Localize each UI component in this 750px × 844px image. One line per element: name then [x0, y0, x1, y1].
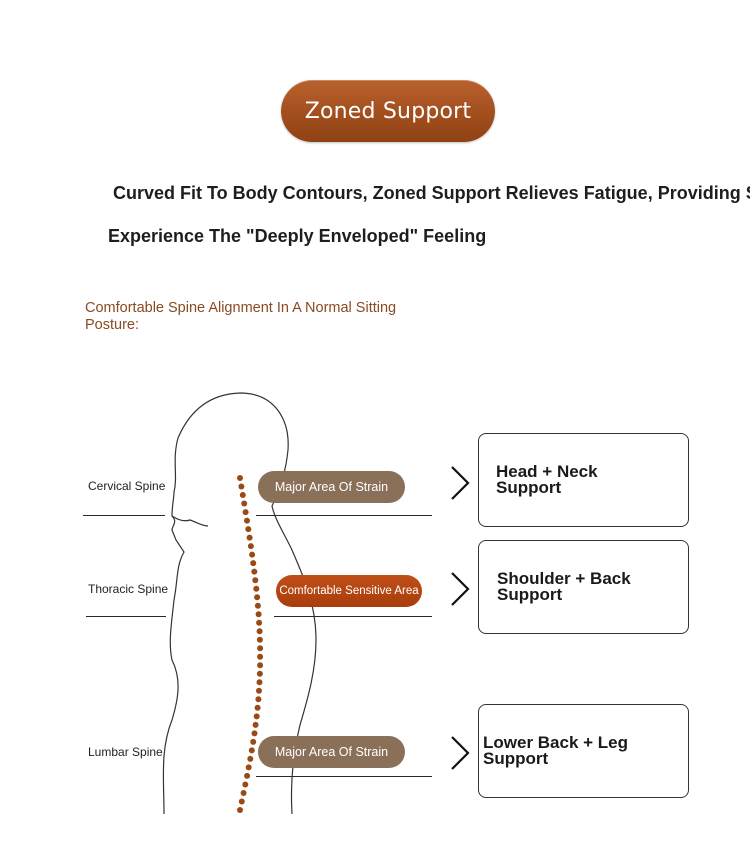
spine-dot: [249, 551, 256, 558]
thoracic-left-line: [86, 616, 166, 617]
spine-dot: [244, 772, 251, 779]
spine-dot: [253, 585, 260, 592]
spine-dot: [256, 628, 263, 635]
cervical-right-line: [256, 515, 432, 516]
chevron-right-icon: [451, 736, 470, 770]
spine-dot: [237, 475, 243, 481]
chevron-right-icon: [451, 466, 470, 500]
spine-dot: [256, 619, 263, 626]
shoulder-back-support-box: Shoulder + Back Support: [478, 540, 689, 634]
spine-dot: [250, 738, 257, 745]
spine-dot: [256, 687, 262, 694]
lumbar-right-line: [256, 776, 432, 777]
spine-dot: [251, 730, 258, 737]
lower-back-leg-support-label: Lower Back + Leg Support: [483, 733, 629, 768]
spine-dot: [256, 636, 263, 643]
spine-dot: [250, 560, 257, 567]
thoracic-sensitive-tag-label: Comfortable Sensitive Area: [279, 585, 419, 597]
shoulder-back-support-label: Shoulder + Back Support: [497, 569, 631, 604]
spine-dot: [245, 526, 252, 533]
body-silhouette-illustration: [162, 392, 317, 815]
spine-dot: [240, 790, 247, 796]
spine-dot: [252, 577, 259, 584]
spine-dot: [244, 517, 250, 524]
thoracic-spine-label: Thoracic Spine: [88, 582, 169, 596]
lumbar-spine-label: Lumbar Spine: [88, 745, 163, 759]
spine-dot: [245, 764, 252, 771]
spine-dot: [256, 679, 263, 686]
title-badge: Zoned Support: [281, 80, 495, 142]
spine-dot: [255, 611, 262, 618]
spine-dot: [247, 755, 254, 762]
spine-dot: [242, 781, 249, 788]
spine-dot: [241, 500, 248, 507]
chevron-right-icon: [451, 572, 470, 606]
spine-dot: [242, 509, 249, 516]
spine-dot: [254, 602, 261, 609]
spine-dot: [254, 704, 261, 711]
spine-dot: [253, 713, 260, 720]
spine-dot: [246, 534, 253, 541]
spine-dot: [247, 543, 254, 550]
head-neck-support-label: Head + Neck Support: [496, 462, 598, 497]
spine-dot: [257, 653, 264, 660]
spine-dot: [252, 721, 259, 728]
spine-dot: [257, 662, 264, 669]
cervical-strain-tag-label: Major Area Of Strain: [274, 480, 389, 494]
spine-dot: [238, 483, 245, 490]
spine-dot: [238, 798, 245, 805]
lower-back-leg-support-box: Lower Back + Leg Support: [478, 704, 689, 798]
spine-dot: [248, 747, 255, 754]
posture-note: Comfortable Spine Alignment In A Normal …: [85, 300, 397, 333]
spine-dots: [237, 475, 264, 813]
subtitle-line-2: Experience The "Deeply Enveloped" Feelin…: [108, 226, 487, 246]
cervical-spine-label: Cervical Spine: [88, 479, 166, 493]
spine-dot: [256, 670, 263, 677]
body-outline: [162, 392, 317, 815]
spine-dot: [254, 594, 261, 601]
chin-outline: [171, 515, 209, 527]
spine-dot: [239, 492, 246, 498]
cervical-strain-tag: Major Area Of Strain: [258, 471, 405, 503]
spine-dot: [257, 645, 264, 652]
thoracic-sensitive-tag: Comfortable Sensitive Area: [276, 575, 422, 607]
lumbar-strain-tag: Major Area Of Strain: [258, 736, 405, 768]
cervical-left-line: [83, 515, 165, 516]
page-title: Zoned Support: [304, 98, 472, 124]
spine-dot: [237, 807, 243, 813]
thoracic-right-line: [274, 616, 432, 617]
head-neck-support-box: Head + Neck Support: [478, 433, 689, 527]
subtitle-line-1: Curved Fit To Body Contours, Zoned Suppo…: [113, 183, 750, 203]
spine-dot: [251, 568, 258, 575]
spine-dot: [255, 696, 262, 703]
lumbar-strain-tag-label: Major Area Of Strain: [274, 745, 389, 759]
